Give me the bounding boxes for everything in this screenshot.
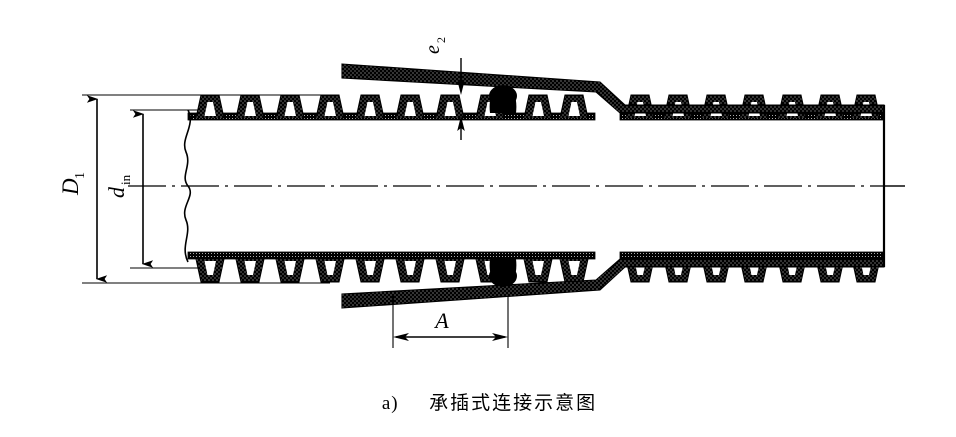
dimension-label-D1-symbol: D: [58, 178, 83, 196]
seal-ring-top: [489, 85, 517, 113]
dimension-din: d in: [104, 109, 200, 269]
caption-text: 承插式连接示意图: [429, 392, 598, 414]
corrugated-pipe-bottom-wall: [187, 251, 885, 260]
technical-drawing-figure: D 1 d in e 2: [58, 37, 905, 414]
dimension-e2: e 2: [422, 37, 465, 140]
dimension-label-e2-symbol: e: [422, 45, 444, 54]
pipe-socket-joint-drawing: D 1 d in e 2: [58, 37, 905, 348]
seal-ring-bottom: [489, 259, 517, 287]
figure-caption: a) 承插式连接示意图: [0, 366, 956, 437]
dimension-label-e2-subscript: 2: [434, 37, 448, 43]
dimension-label-din-subscript: in: [118, 174, 133, 185]
dimension-A: A: [392, 285, 509, 348]
dimension-label-A-symbol: A: [433, 308, 449, 333]
dimension-label-din-symbol: d: [104, 186, 129, 198]
dimension-label-D1-subscript: 1: [73, 172, 88, 179]
caption-index: a): [381, 393, 430, 414]
dimension-D1: D 1: [58, 94, 330, 284]
